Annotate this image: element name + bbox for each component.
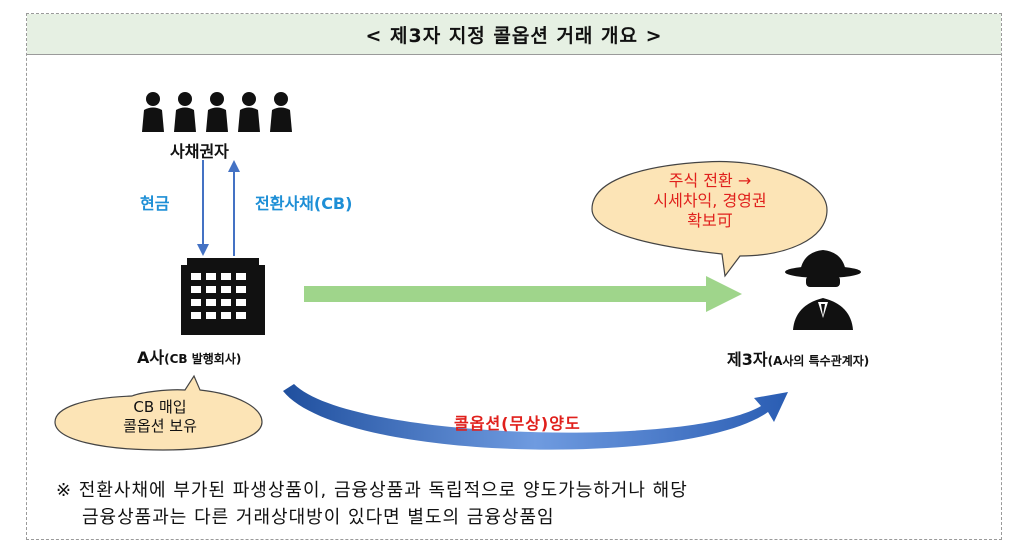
bubble-left-text: CB 매입 콜옵션 보유 — [80, 398, 240, 436]
bubble-left-line1: CB 매입 — [133, 398, 187, 416]
cb-arrow — [228, 160, 240, 256]
bubble-right-line2: 시세차익, 경영권 — [653, 191, 767, 210]
bubble-right-line3: 확보可 — [687, 211, 733, 230]
speech-bubble-right — [591, 160, 828, 278]
note-line-2: 금융상품과는 다른 거래상대방이 있다면 별도의 금융상품임 — [82, 507, 555, 528]
transfer-curve-arrow — [283, 384, 788, 450]
third-party-sub: (A사의 특수관계자) — [767, 354, 870, 368]
note-line-1: ※ 전환사채에 부가된 파생상품이, 금융상품과 독립적으로 양도가능하거나 해… — [56, 480, 688, 501]
bubble-left-line2: 콜옵션 보유 — [123, 417, 197, 435]
cb-label: 전환사채(CB) — [255, 194, 353, 213]
company-sub: (CB 발행회사) — [164, 352, 242, 366]
company-name: A사 — [137, 348, 165, 367]
holders-label: 사채권자 — [170, 142, 229, 161]
cash-arrow — [197, 160, 209, 256]
transfer-label: 콜옵션(무상)양도 — [454, 414, 581, 433]
spy-icon — [785, 250, 861, 330]
diagram-frame: < 제3자 지정 콜옵션 거래 개요 > — [26, 13, 1002, 540]
cash-label: 현금 — [140, 194, 170, 213]
page-title: < 제3자 지정 콜옵션 거래 개요 > — [27, 14, 1001, 55]
transfer-green-arrow — [304, 276, 742, 312]
third-party-name: 제3자 — [727, 350, 768, 369]
bubble-right-text: 주식 전환 → 시세차익, 경영권 확보可 — [600, 171, 820, 231]
building-icon — [181, 258, 265, 335]
speech-bubble-left — [54, 374, 263, 451]
bubble-right-line1: 주식 전환 → — [668, 171, 752, 190]
third-party-label: 제3자(A사의 특수관계자) — [727, 346, 869, 370]
people-group-icon — [142, 92, 292, 132]
company-label: A사(CB 발행회사) — [137, 344, 241, 368]
